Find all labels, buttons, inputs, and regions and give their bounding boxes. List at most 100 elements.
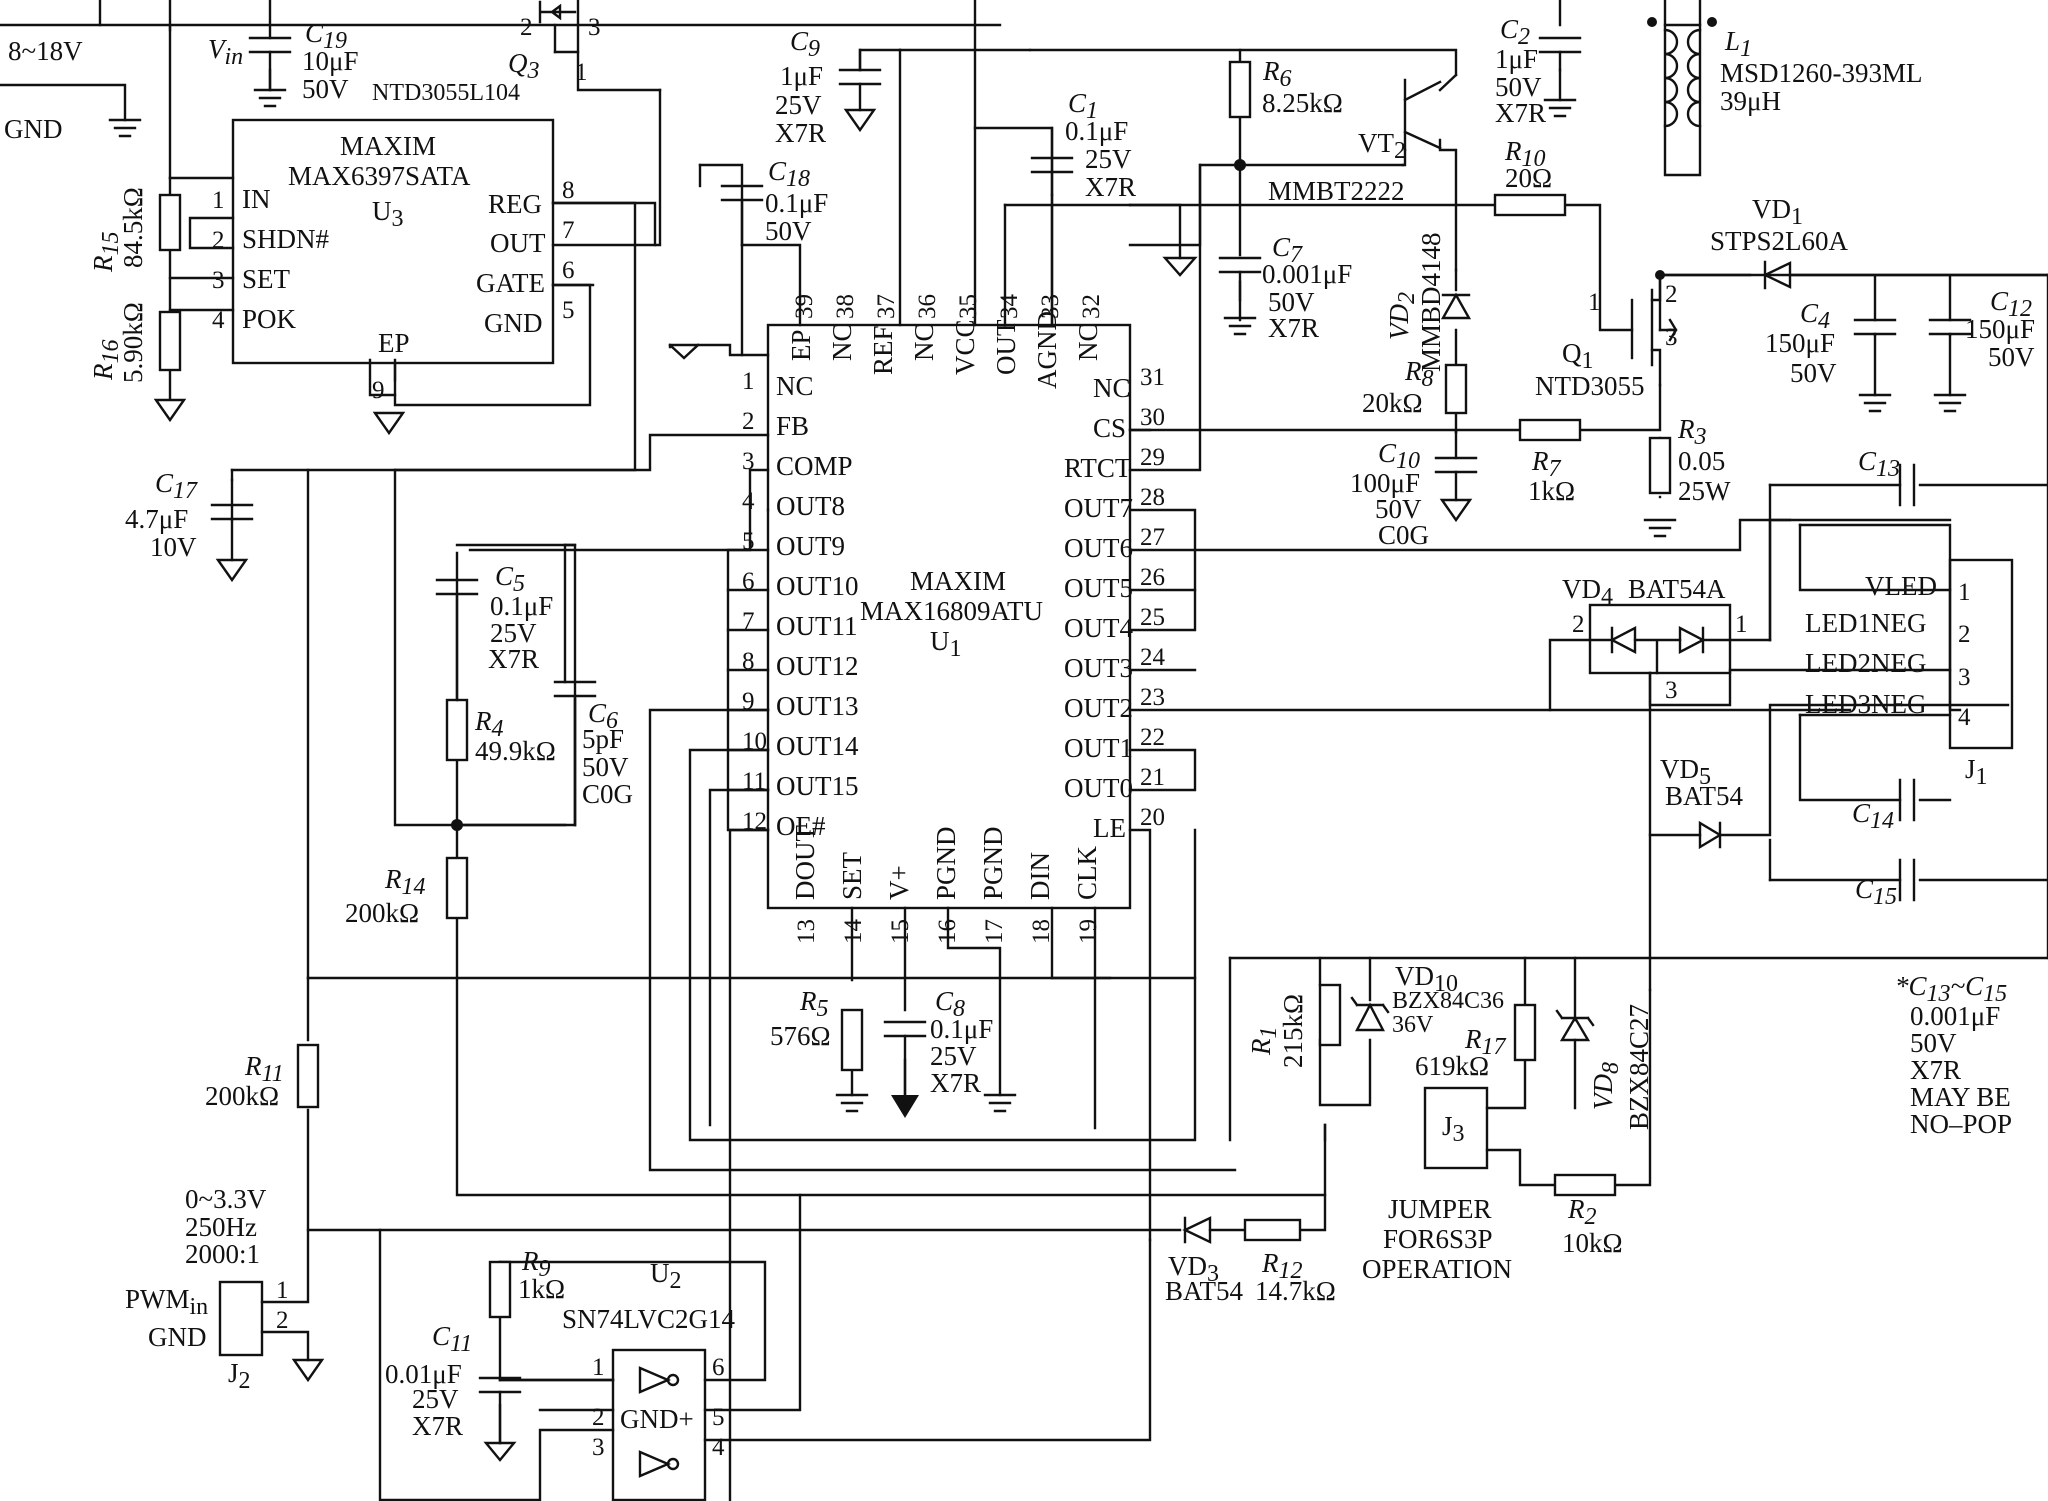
vd4-pin2: 2 [1572,611,1585,638]
u1-pin-10-num: 10 [742,728,767,755]
vd10-ref: VD10 [1395,961,1458,997]
u1-pin-18-num: 18 [1028,919,1055,944]
c15-ref: C15 [1855,874,1897,910]
u2-part: SN74LVC2G14 [562,1304,736,1334]
r10-body [1493,193,1567,217]
r1-ref: R1 [1246,1027,1282,1057]
u3-pin-shdn: SHDN# [242,224,330,254]
u1-pin-out12: OUT12 [776,651,859,681]
vd8-ref: VD8 [1588,1062,1624,1110]
r3-body [1648,436,1672,495]
c2-dielectric: X7R [1495,98,1546,128]
u2-gnd-label: GND+ [620,1404,694,1434]
c1-ref: C1 [1068,88,1098,124]
c13-ref: C13 [1858,446,1900,482]
labels: 8~18V GND Vin C19 10μF 50V 2 3 1 Q3 NTD3… [4,14,2035,1461]
c15-plates [1898,858,1916,902]
u1-ref: U1 [930,626,962,662]
c1-voltage: 25V [1085,144,1132,174]
c18-voltage: 50V [765,216,812,246]
diodes [1182,260,1792,1244]
c8-value: 0.1μF [930,1014,993,1044]
r15-value: 84.5kΩ [118,187,148,268]
c8-dielectric: X7R [930,1068,981,1098]
r8-ref: R8 [1404,356,1434,392]
c4-plates [1853,318,1897,336]
r11-body [296,1043,320,1109]
r9-value: 1kΩ [518,1274,565,1304]
c8-voltage: 25V [930,1041,977,1071]
j2-ref: J2 [228,1358,251,1394]
c2-voltage: 50V [1495,72,1542,102]
r1-value: 215kΩ [1278,994,1308,1068]
j1-pin-led1neg: LED1NEG [1805,608,1926,638]
r8-body [1444,363,1468,415]
u1-part: MAX16809ATU [860,596,1043,626]
note-line-2: 50V [1910,1028,1957,1058]
u1-pin-out13: OUT13 [776,691,859,721]
vd3-icon [1182,1216,1212,1244]
c6-voltage: 50V [582,752,629,782]
j2-pin2: 2 [276,1307,289,1334]
r16-value: 5.90kΩ [118,302,148,383]
c14-ref: C14 [1852,798,1894,834]
r6-body [1228,60,1252,119]
r2-body [1553,1173,1617,1197]
u1-pin-le: LE [1093,813,1126,843]
j1-pin-3-num: 3 [1958,664,1971,691]
u1-pin-oe#: OE# [776,811,826,841]
c19-voltage: 50V [302,74,349,104]
c5-dielectric: X7R [488,644,539,674]
r5-body [840,1008,864,1072]
r17-ref: R17 [1464,1024,1507,1060]
note-line-5: NO–POP [1910,1109,2012,1139]
j3-ref: J3 [1442,1111,1465,1147]
u3-pin-in: IN [242,184,271,214]
u1-pin-29-num: 29 [1140,444,1165,471]
u1-pins: NC1FB2COMP3OUT84OUT95OUT106OUT117OUT128O… [742,294,1166,945]
vd8-part: BZX84C27 [1624,1004,1654,1130]
r7-body [1518,418,1582,442]
j1-pin-4-num: 4 [1958,704,1971,731]
c11-ref: C11 [432,1321,472,1357]
note-header: *C13~C15 [1895,971,2007,1007]
u1-pin-cs: CS [1093,413,1126,443]
r15-body [158,193,182,252]
r10-ref: R10 [1504,136,1546,172]
c7-dielectric: X7R [1268,313,1319,343]
c7-ref: C7 [1272,232,1303,268]
r17-body [1513,1003,1537,1062]
r4-ref: R4 [474,706,504,742]
u1-pin-14-num: 14 [840,919,867,945]
j2-gnd-label: GND [148,1322,207,1352]
vd4-ref: VD4 [1562,574,1613,610]
u1-pin-fb: FB [776,411,809,441]
c4-ref: C4 [1800,298,1830,334]
j2-pwm-label: PWMin [125,1284,208,1320]
q3-part: NTD3055L104 [372,80,520,106]
r14-value: 200kΩ [345,898,419,928]
u1-pin-5-num: 5 [742,528,755,555]
c5-ref: C5 [495,561,525,597]
u1-pin-out8: OUT8 [776,491,845,521]
c2-plates [1538,36,1582,54]
u1-pin-9-num: 9 [742,688,755,715]
c9-value: 1μF [780,61,823,91]
u2-pin4: 4 [712,1434,725,1461]
r8-value: 20kΩ [1362,388,1423,418]
u1-pin-35-num: 35 [955,294,982,319]
c17-value: 4.7μF [125,504,188,534]
vd5-part: BAT54 [1665,781,1744,811]
r6-ref: R6 [1262,56,1292,92]
c18-ref: C18 [768,156,810,192]
c11-value: 0.01μF [385,1359,462,1389]
resistors [158,60,1672,1319]
u1-pin-pgnd: PGND [931,826,961,900]
pwm-signal-ratio: 2000:1 [185,1239,260,1269]
u1-pin-out: OUT [991,319,1021,375]
vt2-ref: VT2 [1358,128,1406,164]
c10-plates [1434,456,1478,474]
u3-pin-6-num: 6 [562,257,575,284]
u1-pin-8-num: 8 [742,648,755,675]
u1-pin-12-num: 12 [742,808,767,835]
